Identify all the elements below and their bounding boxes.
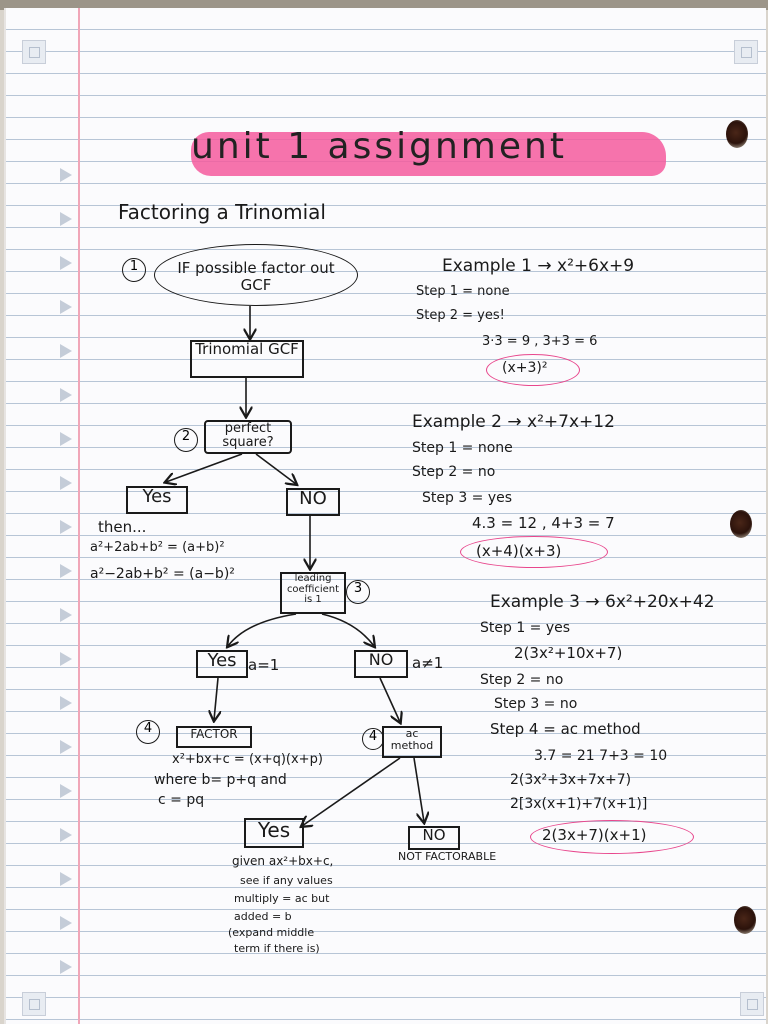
yes-box: Yes xyxy=(196,650,248,678)
yes-box: Yes xyxy=(126,486,188,514)
no-box: NO xyxy=(408,826,460,850)
page-title: unit 1 assignment xyxy=(191,126,567,167)
example-2-answer: (x+4)(x+3) xyxy=(476,542,562,560)
margin-marker xyxy=(60,608,72,622)
title-highlight xyxy=(191,132,666,176)
margin-marker xyxy=(60,960,72,974)
margin-marker xyxy=(60,740,72,754)
punch-hole xyxy=(734,906,756,934)
ac-method-box: ac method xyxy=(382,726,442,758)
example-2-calc: 4.3 = 12 , 4+3 = 7 xyxy=(472,514,615,532)
margin-marker xyxy=(60,256,72,270)
margin-marker xyxy=(60,168,72,182)
where-text: where b= p+q and xyxy=(154,772,287,788)
notebook-page: unit 1 assignment Factoring a Trinomial … xyxy=(4,8,766,1024)
example-3-step-3: Step 3 = no xyxy=(494,696,578,712)
margin-marker xyxy=(60,344,72,358)
margin-marker xyxy=(60,520,72,534)
example-3-line-1: 2(3x²+3x+7x+7) xyxy=(510,772,632,788)
answer-circle xyxy=(486,354,580,386)
example-1-step-2: Step 2 = yes! xyxy=(416,308,505,323)
margin-marker xyxy=(60,212,72,226)
punch-hole xyxy=(730,510,752,538)
margin-marker xyxy=(60,432,72,446)
step-number: 3 xyxy=(346,580,370,604)
margin-marker xyxy=(60,476,72,490)
arrow xyxy=(379,677,400,722)
arrow xyxy=(166,453,243,482)
not-factorable-text: NOT FACTORABLE xyxy=(398,850,497,863)
corner-mark-icon xyxy=(740,992,764,1016)
example-3-calc: 3.7 = 21 7+3 = 10 xyxy=(534,748,668,764)
example-3-step-4: Step 4 = ac method xyxy=(490,720,641,738)
example-1-title: Example 1 → x²+6x+9 xyxy=(442,256,635,276)
example-2-title: Example 2 → x²+7x+12 xyxy=(412,412,615,432)
example-3-gcf: 2(3x²+10x+7) xyxy=(514,644,623,662)
gcf-oval-label: IF possible factor out GCF xyxy=(177,259,335,294)
factor-box: FACTOR xyxy=(176,726,252,748)
example-2-step-2: Step 2 = no xyxy=(412,464,496,480)
example-3-step-1: Step 1 = yes xyxy=(480,620,571,636)
factor-formula: x²+bx+c = (x+q)(x+p) xyxy=(172,752,323,767)
perfect-square-box: perfect square? xyxy=(204,420,292,454)
answer-circle xyxy=(460,536,608,568)
example-1-answer: (x+3)² xyxy=(502,360,548,376)
corner-mark-icon xyxy=(22,40,46,64)
arrow xyxy=(321,613,374,646)
margin-marker xyxy=(60,916,72,930)
no-box: NO xyxy=(286,488,340,516)
margin-marker xyxy=(60,828,72,842)
example-2-step-1: Step 1 = none xyxy=(412,440,513,456)
margin-marker xyxy=(60,652,72,666)
added-text: added = b xyxy=(234,910,292,923)
arrow xyxy=(214,677,218,720)
margin-marker xyxy=(60,564,72,578)
step-number: 2 xyxy=(174,428,198,452)
margin-marker xyxy=(60,784,72,798)
expand-text: (expand middle xyxy=(228,926,315,939)
a-not-equal-one: a≠1 xyxy=(412,654,444,672)
arrow xyxy=(255,453,296,484)
arrow xyxy=(228,613,297,646)
arrow xyxy=(302,757,401,826)
corner-mark-icon xyxy=(22,992,46,1016)
leading-coefficient-box: leading coefficient is 1 xyxy=(280,572,346,614)
example-3-title: Example 3 → 6x²+20x+42 xyxy=(490,592,715,612)
corner-mark-icon xyxy=(734,40,758,64)
desk-edge xyxy=(0,0,768,10)
see-if-text: see if any values xyxy=(240,874,333,887)
flowchart-arrows xyxy=(6,306,766,1024)
example-2-step-3: Step 3 = yes xyxy=(422,490,513,506)
formula-minus: a²−2ab+b² = (a−b)² xyxy=(90,566,235,582)
term-text: term if there is) xyxy=(234,942,320,955)
example-1-calc: 3·3 = 9 , 3+3 = 6 xyxy=(482,334,598,349)
example-3-answer: 2(3x+7)(x+1) xyxy=(542,826,647,844)
punch-hole xyxy=(726,120,748,148)
example-3-step-2: Step 2 = no xyxy=(480,672,564,688)
gcf-oval xyxy=(154,244,358,306)
step-number: 1 xyxy=(122,258,146,282)
example-3-line-2: 2[3x(x+1)+7(x+1)] xyxy=(510,796,648,812)
margin-marker xyxy=(60,696,72,710)
then-text: then... xyxy=(98,518,147,536)
section-heading: Factoring a Trinomial xyxy=(118,200,326,224)
margin-marker xyxy=(60,388,72,402)
margin-marker xyxy=(60,872,72,886)
c-equals-pq: c = pq xyxy=(158,792,205,808)
margin-marker xyxy=(60,300,72,314)
answer-circle xyxy=(530,820,694,854)
arrow xyxy=(413,757,424,822)
formula-plus: a²+2ab+b² = (a+b)² xyxy=(90,540,225,555)
given-text: given ax²+bx+c, xyxy=(232,854,334,868)
yes-box: Yes xyxy=(244,818,304,848)
a-equals-one: a=1 xyxy=(248,656,280,674)
example-1-step-1: Step 1 = none xyxy=(416,284,510,299)
step-number: 4 xyxy=(136,720,160,744)
margin-line xyxy=(78,8,80,1024)
no-box: NO xyxy=(354,650,408,678)
multiply-text: multiply = ac but xyxy=(234,892,330,905)
